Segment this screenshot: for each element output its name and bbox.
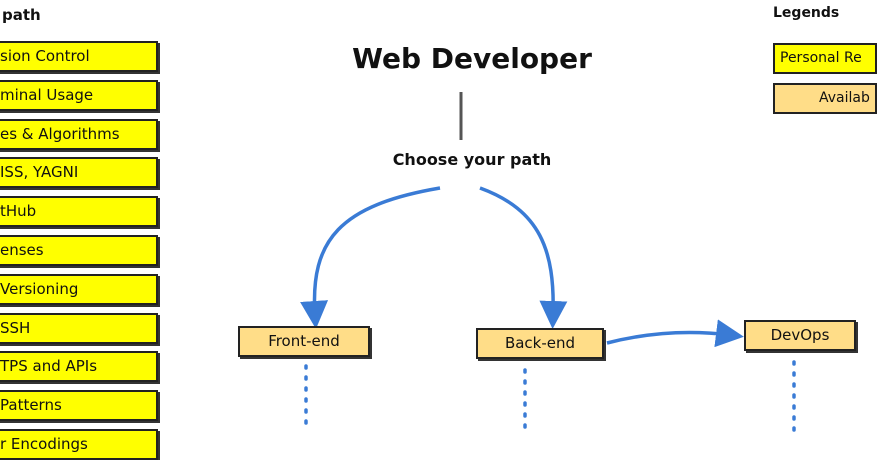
sidebar-item[interactable]: es & Algorithms bbox=[0, 118, 158, 150]
sidebar-item[interactable]: Patterns bbox=[0, 390, 158, 422]
node-back-end[interactable]: Back-end bbox=[476, 328, 604, 359]
node-devops[interactable]: DevOps bbox=[744, 320, 856, 351]
legend-title: Legends bbox=[773, 5, 840, 21]
sidebar-item[interactable]: Versioning bbox=[0, 273, 158, 305]
sidebar-title: path bbox=[2, 6, 41, 24]
node-front-end[interactable]: Front-end bbox=[238, 326, 370, 357]
subtitle: Choose your path bbox=[392, 150, 552, 169]
sidebar-item[interactable]: r Encodings bbox=[0, 429, 158, 460]
sidebar-item[interactable]: sion Control bbox=[0, 41, 158, 72]
legend-available: Availab bbox=[773, 83, 877, 114]
arrow-front-end bbox=[300, 186, 441, 329]
arrow-back-end bbox=[479, 186, 568, 329]
sidebar-item[interactable]: ISS, YAGNI bbox=[0, 157, 158, 189]
arrow-devops bbox=[606, 319, 744, 348]
sidebar-item[interactable]: tHub bbox=[0, 196, 158, 228]
legend-personal: Personal Re bbox=[773, 43, 877, 74]
sidebar-item[interactable]: minal Usage bbox=[0, 79, 158, 111]
sidebar-item[interactable]: SSH bbox=[0, 312, 158, 344]
page-title: Web Developer bbox=[352, 42, 592, 75]
sidebar-item[interactable]: TPS and APIs bbox=[0, 351, 158, 383]
sidebar-item[interactable]: enses bbox=[0, 235, 158, 266]
